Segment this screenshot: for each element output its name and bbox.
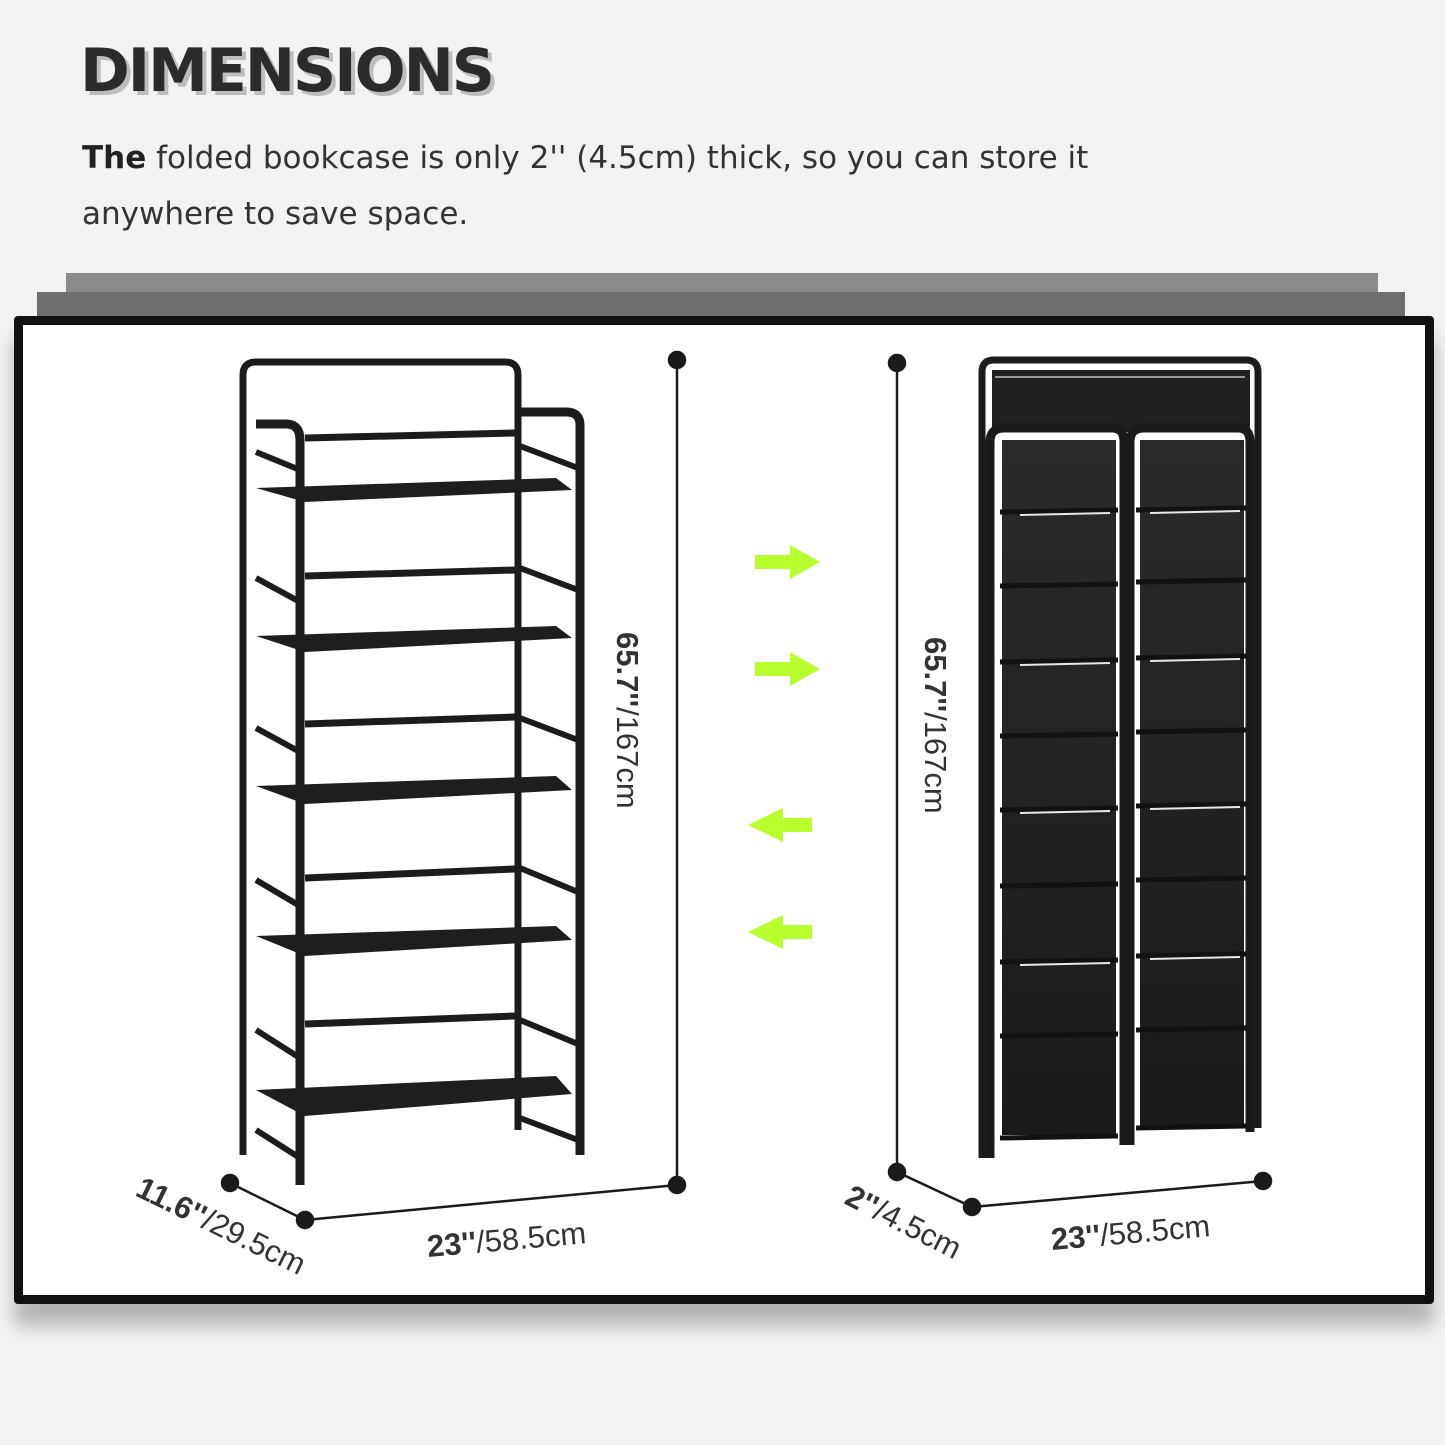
arrow-left-icon xyxy=(748,915,812,949)
unfolded-bookcase xyxy=(239,358,585,1185)
unfolded-height-label: 65.7''/167cm xyxy=(610,632,645,809)
description: The folded bookcase is only 2'' (4.5cm) … xyxy=(82,130,1202,242)
arrow-left-icon xyxy=(748,808,812,842)
folded-dimension-lines xyxy=(887,353,1273,1217)
unfolded-dimension-lines xyxy=(220,350,687,1230)
fold-arrows xyxy=(748,545,820,949)
unfolded-depth-label: 11.6''/29.5cm xyxy=(131,1170,311,1282)
page-title: DIMENSIONS xyxy=(80,36,495,106)
unfolded-width-label: 23''/58.5cm xyxy=(426,1215,588,1264)
folded-height-label: 65.7''/167cm xyxy=(918,637,953,814)
unfolded-shelves xyxy=(256,478,572,1116)
folded-width-label: 23''/58.5cm xyxy=(1050,1208,1212,1257)
description-text: folded bookcase is only 2'' (4.5cm) thic… xyxy=(82,140,1089,232)
arrow-right-icon xyxy=(755,545,820,579)
decor-bar-middle xyxy=(37,292,1405,320)
folded-depth-label: 2''/4.5cm xyxy=(840,1178,967,1266)
folded-bookcase xyxy=(978,356,1262,1158)
description-bold: The xyxy=(82,140,147,176)
arrow-right-icon xyxy=(755,652,820,686)
